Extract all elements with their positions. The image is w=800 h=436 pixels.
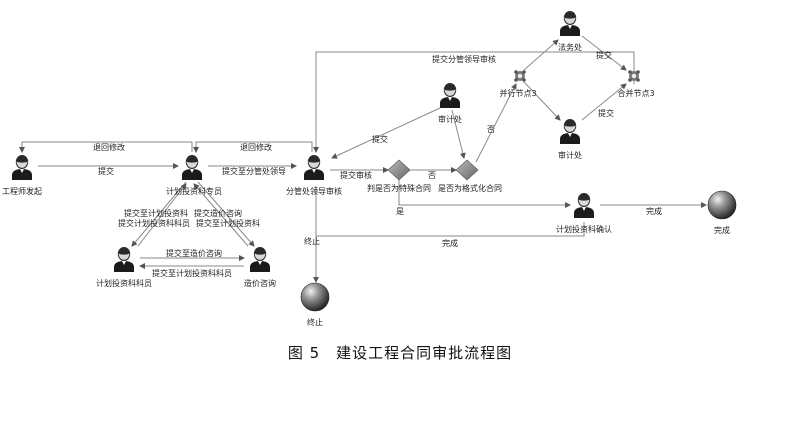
node-label-plan-invest-confirm: 计划投资科确认 — [556, 224, 612, 234]
person-icon — [12, 155, 32, 180]
label-done-1: 完成 — [646, 206, 662, 216]
edge-to-clerk — [131, 181, 187, 247]
gateway-format-contract: 是否为格式化合同 — [438, 159, 502, 193]
edge-clerk-to-staff — [137, 183, 187, 247]
label-submit-to-branch: 提交至分管处领导 — [222, 166, 286, 176]
label-yes-1: 是 — [396, 207, 404, 216]
edge-return-modify-1 — [19, 141, 193, 153]
edge-yes-1 — [398, 180, 571, 208]
node-label-end-done: 完成 — [714, 225, 730, 235]
label-audit-submit-bottom: 提交 — [598, 108, 614, 118]
label-return-modify-2: 退回修改 — [240, 142, 272, 152]
gateway-label-format: 是否为格式化合同 — [438, 183, 502, 193]
label-done-2: 完成 — [442, 238, 458, 248]
label-clerk-to-cost: 提交至造价咨询 — [166, 248, 222, 258]
person-icon — [560, 119, 580, 144]
edge-legal-submit — [581, 35, 627, 71]
person-icon — [114, 247, 134, 272]
node-parallel: 并行节点3 — [499, 70, 537, 98]
end-stop: 终止 — [300, 282, 330, 327]
edge-return-modify-2 — [193, 141, 313, 153]
node-legal-office: 法务处 — [558, 11, 582, 52]
node-label-branch-leader-review: 分管处领导审核 — [286, 186, 342, 196]
node-label-audit-office-top: 审计处 — [438, 114, 462, 124]
label-stop: 终止 — [304, 236, 320, 246]
diamond-icon — [455, 159, 479, 181]
label-return-modify-1: 退回修改 — [93, 142, 125, 152]
label-legal-submit: 提交 — [596, 50, 612, 60]
edge-done-2 — [316, 222, 585, 237]
node-cost-consult: 造价咨询 — [244, 247, 276, 288]
edge-parallel-legal — [523, 39, 559, 71]
edge-parallel-audit — [523, 81, 561, 121]
edge-consult-to-staff — [193, 183, 249, 247]
node-label-merge: 合并节点3 — [617, 88, 654, 98]
node-plan-invest-clerk: 计划投资科科员 — [96, 247, 152, 288]
end-ball-icon — [707, 190, 737, 220]
node-label-end-stop: 终止 — [307, 317, 323, 327]
node-audit-office-bottom: 审计处 — [558, 119, 582, 160]
node-audit-office-top: 审计处 — [438, 83, 462, 124]
node-label-plan-invest-clerk: 计划投资科科员 — [96, 278, 152, 288]
edge-labels: 退回修改 提交 退回修改 提交至分管处领导 提交分管领导审核 提交 提交审核 否… — [93, 50, 662, 278]
person-icon — [250, 247, 270, 272]
person-icon — [304, 155, 324, 180]
label-consult-to-staff: 提交至计划投资科 — [196, 218, 260, 228]
edge-submit-branch-leader-review — [313, 51, 635, 153]
node-merge: 合并节点3 — [617, 70, 655, 98]
label-cost-to-consult: 提交造价咨询 — [194, 208, 242, 218]
edge-no-2 — [475, 83, 517, 163]
diamond-icon — [387, 159, 411, 181]
node-branch-leader-review: 分管处领导审核 — [286, 155, 342, 196]
person-icon — [574, 193, 594, 218]
gear-icon — [628, 70, 640, 82]
person-icon — [560, 11, 580, 36]
label-no-2: 否 — [487, 125, 495, 134]
node-engineer-start: 工程师发起 — [2, 155, 42, 196]
edges — [19, 35, 707, 283]
node-label-audit-office-bottom: 审计处 — [558, 150, 582, 160]
label-no-1: 否 — [428, 171, 436, 180]
node-label-cost-consult: 造价咨询 — [244, 278, 276, 288]
edge-audit-bottom-submit — [581, 83, 627, 121]
gateway-special-contract: 判是否为特殊合同 — [367, 159, 431, 193]
node-plan-invest-staff: 计划投资科专员 — [166, 155, 222, 196]
node-label-engineer-start: 工程师发起 — [2, 186, 42, 196]
edge-to-consult — [197, 181, 255, 247]
person-icon — [182, 155, 202, 180]
node-label-legal-office: 法务处 — [558, 42, 582, 52]
node-label-parallel: 并行节点3 — [499, 88, 536, 98]
label-submit-1: 提交 — [98, 166, 114, 176]
label-cost-to-clerk: 提交至计划投资科科员 — [152, 268, 232, 278]
label-submit-branch-leader-review: 提交分管领导审核 — [432, 54, 496, 64]
figure-caption: 图 5 建设工程合同审批流程图 — [287, 344, 513, 362]
end-ball-icon — [300, 282, 330, 312]
label-clerk-to-staff: 提交计划投资科科员 — [118, 218, 190, 228]
edge-audit-to-format — [451, 109, 466, 159]
node-plan-invest-confirm: 计划投资科确认 — [556, 193, 612, 234]
end-done: 完成 — [707, 190, 737, 235]
node-label-plan-invest-staff: 计划投资科专员 — [166, 186, 222, 196]
label-audit-submit: 提交 — [372, 134, 388, 144]
label-submit-review: 提交审核 — [340, 170, 372, 180]
person-icon — [440, 83, 460, 108]
gear-icon — [514, 70, 526, 82]
label-to-clerk: 提交至计划投资科 — [124, 208, 188, 218]
gateway-label-special: 判是否为特殊合同 — [367, 183, 431, 193]
edge-audit-submit — [331, 107, 441, 159]
